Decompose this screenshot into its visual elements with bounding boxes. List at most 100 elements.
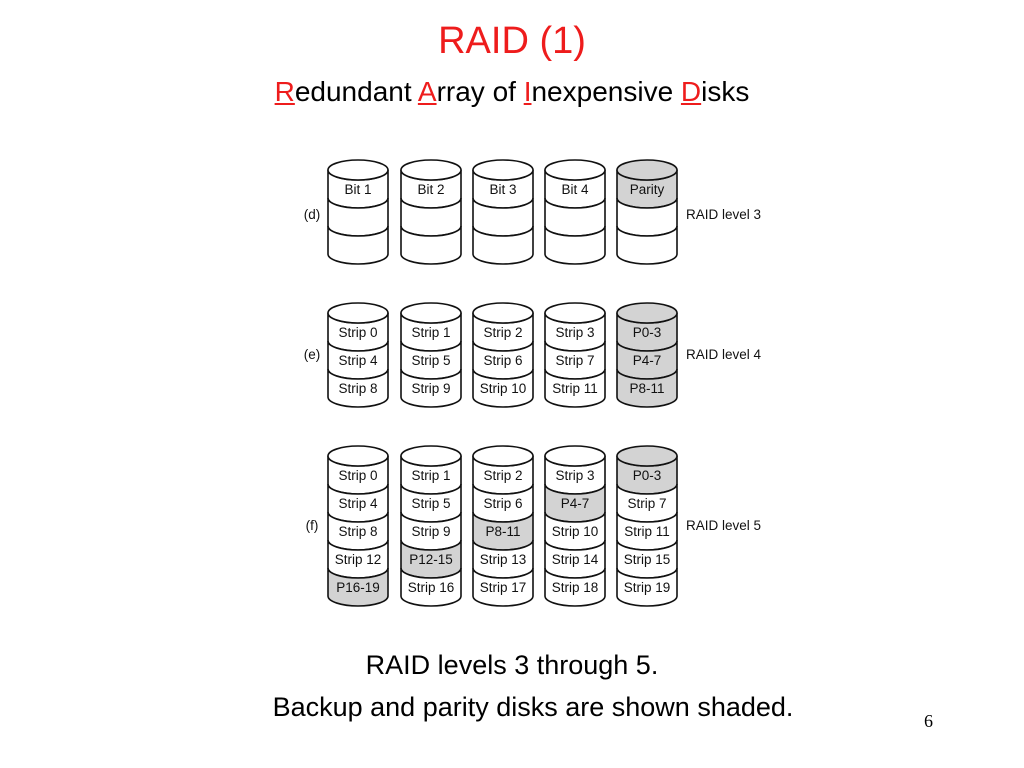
- cell-label: Strip 8: [338, 524, 377, 539]
- cell-label: Strip 1: [411, 325, 450, 340]
- cell-label: Strip 0: [338, 468, 377, 483]
- cell-label: P4-7: [633, 353, 662, 368]
- cell-label: Parity: [630, 182, 665, 197]
- cell-label: Bit 2: [417, 182, 444, 197]
- disk: Strip 1 Strip 5 Strip 9: [400, 302, 462, 408]
- disk-cell: [472, 368, 534, 408]
- disk-top: [544, 445, 606, 467]
- cell-label: Strip 9: [411, 381, 450, 396]
- cell-label: Strip 0: [338, 325, 377, 340]
- disk-cell: [544, 225, 606, 265]
- cell-label: Strip 7: [555, 353, 594, 368]
- cell-label: Strip 6: [483, 353, 522, 368]
- raid-group-d: Bit 1 Bit 2 Bit 3 Bit 4 Parity (d) RAID level …: [304, 159, 761, 265]
- disk-cell: [544, 368, 606, 408]
- group-tag: (f): [306, 518, 319, 533]
- disk-top: [327, 302, 389, 324]
- cell-label: Strip 10: [552, 524, 599, 539]
- cell-label: Strip 3: [555, 468, 594, 483]
- cell-label: P0-3: [633, 468, 662, 483]
- cell-label: Strip 14: [552, 552, 599, 567]
- cell-label: Strip 10: [480, 381, 527, 396]
- cell-label: Strip 11: [552, 381, 598, 396]
- cell-label: P4-7: [561, 496, 590, 511]
- disk-top: [616, 159, 678, 181]
- cell-label: Strip 2: [483, 325, 522, 340]
- cell-label: Strip 3: [555, 325, 594, 340]
- raid-level-label: RAID level 3: [686, 207, 761, 222]
- group-tag: (e): [304, 347, 321, 362]
- cell-label: P16-19: [336, 580, 380, 595]
- disk-top: [544, 159, 606, 181]
- cell-label: Strip 12: [335, 552, 382, 567]
- subtitle-initial-i: I: [523, 76, 532, 107]
- disk-cell: [327, 225, 389, 265]
- cell-label: Strip 1: [411, 468, 450, 483]
- cell-label: Strip 4: [338, 353, 378, 368]
- disk-top: [472, 302, 534, 324]
- cell-label: P12-15: [409, 552, 453, 567]
- cell-label: P8-11: [485, 524, 520, 539]
- disk-cell: [400, 368, 462, 408]
- disk-cell: [400, 225, 462, 265]
- disk: Bit 2: [400, 159, 462, 265]
- disk-top: [400, 159, 462, 181]
- subtitle-text-i: nexpensive: [531, 76, 681, 107]
- cell-label: P8-11: [629, 381, 664, 396]
- disk-cell-shaded: [616, 368, 678, 408]
- subtitle-text-d: isks: [701, 76, 750, 107]
- cell-label: P0-3: [633, 325, 662, 340]
- cell-label: Strip 5: [411, 353, 450, 368]
- raid-level-label: RAID level 5: [686, 518, 761, 533]
- cell-label: Strip 5: [411, 496, 450, 511]
- subtitle-initial-d: D: [680, 76, 702, 107]
- disk: Parity: [616, 159, 678, 265]
- disk: Bit 3: [472, 159, 534, 265]
- cell-label: Bit 4: [561, 182, 589, 197]
- disk-cell: [472, 567, 534, 607]
- disk-cell: [616, 567, 678, 607]
- slide-subtitle: Redundant Array of Inexpensive Disks: [0, 78, 1024, 106]
- disk-top: [616, 445, 678, 467]
- disk-cell: [400, 567, 462, 607]
- caption-line-1: RAID levels 3 through 5.: [365, 650, 659, 680]
- cell-label: Bit 1: [344, 182, 371, 197]
- raid-level-label: RAID level 4: [686, 347, 762, 362]
- cell-label: Strip 16: [408, 580, 455, 595]
- disk-top: [472, 159, 534, 181]
- cell-label: Strip 9: [411, 524, 450, 539]
- subtitle-text-a: rray of: [436, 76, 524, 107]
- disk-top: [400, 302, 462, 324]
- cell-label: Strip 4: [338, 496, 378, 511]
- cell-label: Strip 2: [483, 468, 522, 483]
- disk: Strip 0 Strip 4 Strip 8 Strip 12 P16-19: [327, 445, 389, 607]
- cell-label: Strip 19: [624, 580, 671, 595]
- disk-top: [327, 445, 389, 467]
- page-number: 6: [924, 711, 933, 731]
- subtitle-initial-r: R: [274, 76, 295, 107]
- cell-label: Bit 3: [489, 182, 516, 197]
- group-tag: (d): [304, 207, 321, 222]
- disk-top: [400, 445, 462, 467]
- disk-cell: [327, 368, 389, 408]
- disk: Strip 2 Strip 6 Strip 10: [472, 302, 534, 408]
- cell-label: Strip 13: [480, 552, 527, 567]
- disk: Strip 3 Strip 7 Strip 11: [544, 302, 606, 408]
- disk-cell: [616, 225, 678, 265]
- disk-cell-shaded: [327, 567, 389, 607]
- cell-label: Strip 17: [480, 580, 527, 595]
- disk: Bit 1: [327, 159, 389, 265]
- disk-cell: [472, 225, 534, 265]
- slide-title: RAID (1): [438, 20, 586, 62]
- cell-label: Strip 8: [338, 381, 377, 396]
- cell-label: Strip 7: [627, 496, 666, 511]
- subtitle-initial-a: A: [417, 76, 437, 107]
- disk-cell: [544, 567, 606, 607]
- cell-label: Strip 15: [624, 552, 671, 567]
